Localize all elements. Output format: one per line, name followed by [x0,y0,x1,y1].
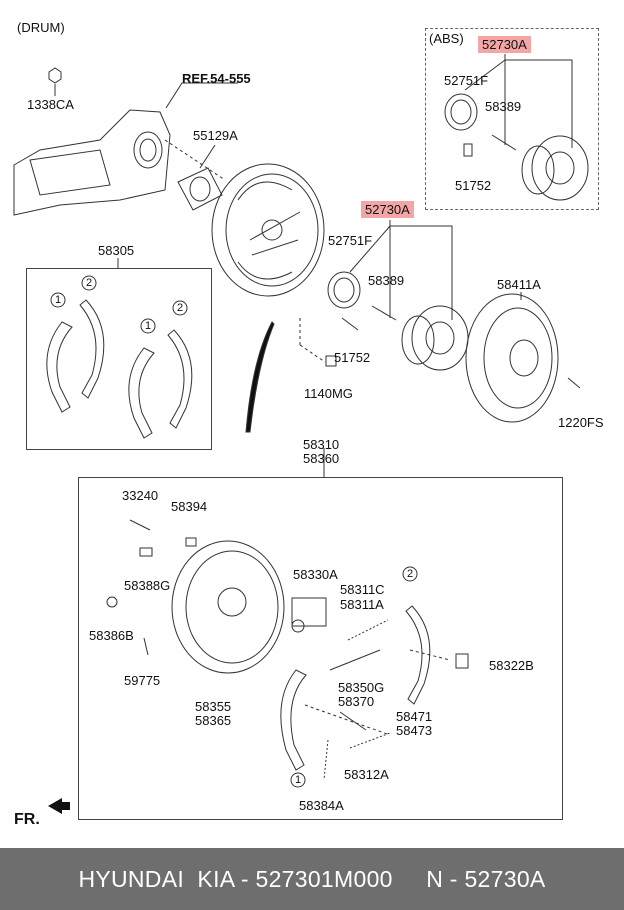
brake-shoe-1-right [128,347,155,439]
abs-dashed-frame [425,28,599,210]
pin-33240 [129,519,151,531]
callout-2-a [81,275,97,291]
spring-58311c [347,619,389,641]
label-58355: 58355 [195,699,232,714]
bolt-1220fs [567,377,581,389]
footer-bar: HYUNDAI KIA - 527301M000 N - 52730A [0,848,624,910]
label-58384a: 58384A [299,798,344,813]
callout-1-c [290,772,306,788]
leader-main-bracket [389,220,453,320]
shoe-kit-frame [26,268,212,450]
callout-num: 1 [55,294,62,306]
label-58370: 58370 [338,694,375,709]
label-58388g: 58388G [124,578,171,593]
label-59775: 59775 [124,673,161,688]
label-58310: 58310 [303,437,340,452]
adjuster-58350g [329,649,381,671]
label-58471: 58471 [396,709,433,724]
label-58394: 58394 [171,499,208,514]
label-55129a: 55129A [193,128,238,143]
label-1140mg: 1140MG [304,386,353,401]
plug-58388g [139,547,153,557]
label-fr: FR. [14,811,40,828]
spring-58312a [349,732,391,749]
lever-58471 [339,711,367,731]
callout-num: 1 [295,774,302,786]
label-58360: 58360 [303,451,340,466]
leader-abs-bracket [504,54,573,148]
parts-drawing [13,54,589,814]
nut-1338ca [48,67,62,84]
callout-1-a [50,292,66,308]
wedge-shape [245,321,275,433]
brake-shoe-1-left [46,321,73,413]
backing-plate-kit-frame [78,477,563,820]
label-58312a: 58312A [344,767,389,782]
bolt-1140mg [325,355,337,367]
seal-52751f [327,271,361,309]
label-33240: 33240 [122,488,159,503]
label-58311c: 58311C [340,582,385,597]
hub-52730a [411,305,469,371]
label-drum: (DRUM) [17,20,65,35]
grommet-58386b [106,596,118,608]
label-abs-51752: 51752 [455,178,492,193]
label-58386b: 58386B [89,628,134,643]
label-58365: 58365 [195,713,232,728]
backing-plate-58355 [171,540,285,674]
callout-num: 2 [407,568,414,580]
screw-59775 [143,637,149,656]
label-abs-58389: 58389 [485,99,522,114]
label-main-52730a: 52730A [361,201,414,218]
callout-num: 1 [145,320,152,332]
callout-2-c [402,566,418,582]
label-58322b: 58322B [489,658,534,673]
brake-shoe-2-left [79,299,105,399]
footer-text: HYUNDAI KIA - 527301M000 N - 52730A [78,866,546,892]
label-58350g: 58350G [338,680,385,695]
label-58473: 58473 [396,723,433,738]
axle-bracket-ref [13,109,171,216]
bolt-51752 [341,317,359,331]
bolt-58394 [185,537,197,547]
front-arrow-icon [48,798,70,814]
label-abs-52751f: 52751F [444,73,489,88]
label-abs: (ABS) [429,31,464,46]
leader-ref [165,82,238,109]
label-58330a: 58330A [293,567,338,582]
callout-2-b [172,300,188,316]
brake-shoe-1-kit [280,669,307,771]
brake-drum-58411a [465,293,559,423]
callout-1-b [140,318,156,334]
wheel-cylinder-58330a [291,597,327,627]
brake-shoe-2-kit [405,605,431,705]
abs-bolt-58389 [491,134,517,151]
abs-hub-52730a [531,135,589,201]
gasket-55129a [177,167,223,211]
label-main-58389: 58389 [368,273,405,288]
callout-num: 2 [177,302,184,314]
label-58305: 58305 [98,243,135,258]
label-main-52751f: 52751F [328,233,373,248]
bolt-58389 [371,305,397,321]
label-1220fs: 1220FS [558,415,604,430]
brake-shoe-2-right [167,329,193,429]
callout-num: 2 [86,277,93,289]
label-main-51752: 51752 [334,350,371,365]
label-58311a: 58311A [340,597,384,612]
leader-55129a [199,144,216,169]
abs-seal-52751f [444,93,478,131]
label-abs-52730a: 52730A [478,36,531,53]
spring-58384a [323,739,329,781]
backing-plate-drum [211,163,325,297]
label-58411a: 58411A [497,277,541,292]
clip-58322b [455,653,469,669]
label-1338ca: 1338CA [27,97,74,112]
label-ref: REF.54-555 [182,71,251,86]
